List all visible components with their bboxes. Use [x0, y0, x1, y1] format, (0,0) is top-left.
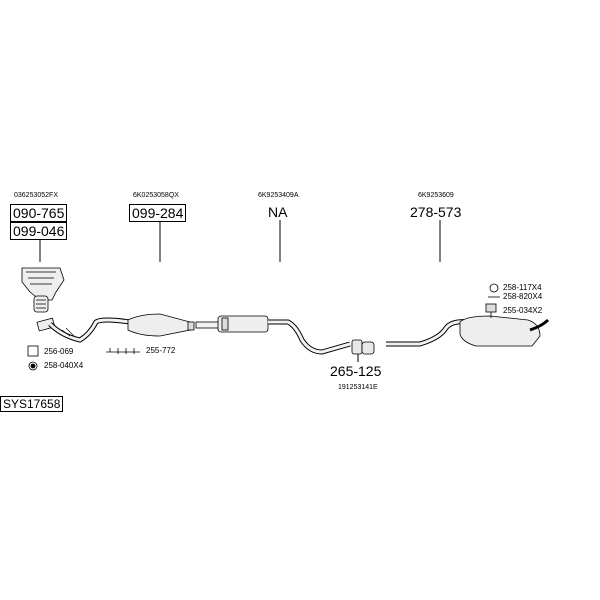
part-middle[interactable]: NA [268, 204, 288, 220]
part-rear[interactable]: 278-573 [410, 204, 462, 220]
ring-rear-icon [489, 283, 499, 293]
hanger-rear-label[interactable]: 258-820X4 [503, 292, 543, 301]
rear-section [386, 315, 550, 347]
catalytic-converter [127, 313, 195, 337]
bolt-rear-label[interactable]: 255-034X2 [503, 306, 543, 315]
bolts-label[interactable]: 255-772 [146, 346, 176, 355]
ring-rear-label[interactable]: 258-117X4 [503, 283, 542, 292]
part-manifold-1[interactable]: 090-765 [10, 204, 68, 222]
clamp-drawing [351, 339, 375, 355]
gasket-square-label[interactable]: 256-069 [44, 347, 74, 356]
small-parts-rear [485, 283, 500, 318]
part-clamp[interactable]: 265-125 [330, 363, 382, 379]
manifold-drawing [21, 267, 65, 332]
system-code: SYS17658 [0, 396, 64, 412]
gasket-square-icon [27, 345, 39, 357]
part-cat[interactable]: 099-284 [129, 204, 187, 222]
part-manifold-2[interactable]: 099-046 [10, 222, 68, 240]
bolts-icon [106, 348, 140, 354]
middle-oe-ref: 6K9253409A [258, 192, 299, 199]
ring-label[interactable]: 258-040X4 [44, 361, 84, 370]
middle-section [195, 315, 351, 355]
cat-oe-ref: 6K0253058QX [133, 192, 179, 199]
clamp-oe-ref: 191253141E [338, 384, 378, 391]
hanger-rear-icon [485, 303, 497, 313]
front-pipe [48, 317, 131, 343]
rear-oe-ref: 6K9253609 [418, 192, 454, 199]
manifold-oe-ref: 036253052FX [14, 192, 58, 199]
small-parts-front [27, 345, 140, 371]
